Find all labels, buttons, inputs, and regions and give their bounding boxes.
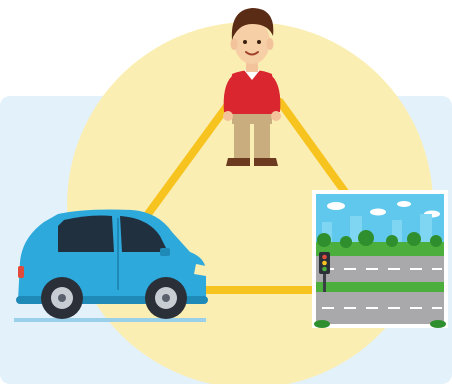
road-scene-icon: [312, 190, 448, 328]
